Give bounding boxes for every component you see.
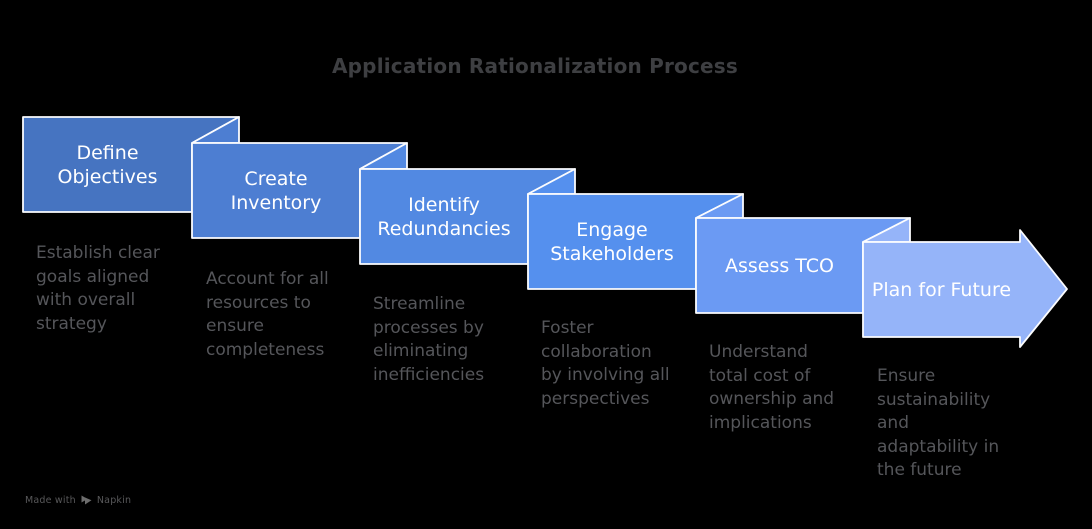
napkin-logo-icon xyxy=(81,495,92,505)
brand-label: Napkin xyxy=(96,494,132,506)
made-with-label: Made with xyxy=(25,494,76,506)
step-6-arrow-shape xyxy=(862,229,1068,348)
ribbon-steps xyxy=(22,116,1068,348)
watermark: Made with Napkin xyxy=(25,493,131,507)
page-title: Application Rationalization Process xyxy=(331,54,738,78)
